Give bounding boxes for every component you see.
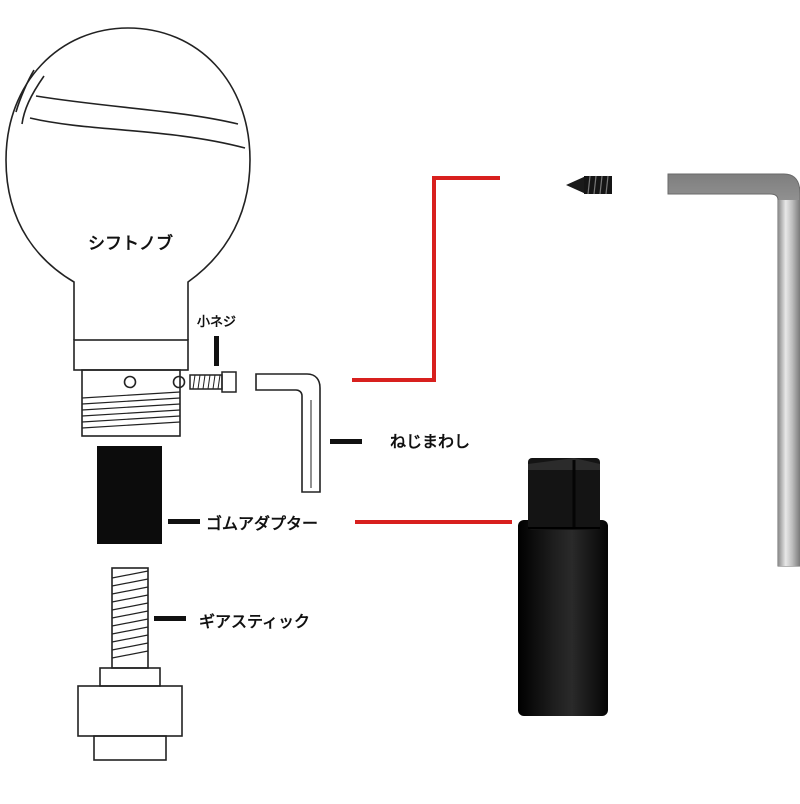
knob-stripe-band-b bbox=[35, 95, 239, 125]
hex-key-drawing bbox=[255, 373, 321, 493]
rubber-adapter-block bbox=[97, 446, 162, 544]
knob-collar bbox=[73, 339, 189, 371]
shift-knob-drawing bbox=[5, 27, 251, 437]
set-screw-hole-left bbox=[123, 375, 137, 389]
label-shift-knob: シフトノブ bbox=[88, 234, 173, 254]
knob-stripe-band-a bbox=[29, 117, 246, 149]
knob-body-outline bbox=[5, 27, 251, 296]
leader-wrench bbox=[330, 439, 362, 444]
knob-stripe-upper bbox=[15, 69, 35, 113]
set-screw-hole-right bbox=[172, 375, 186, 389]
label-wrench: ねじまわし bbox=[390, 432, 471, 451]
label-small-screw: 小ネジ bbox=[197, 315, 237, 330]
knob-stripe-band-top bbox=[21, 75, 45, 125]
tapping-screw-photo bbox=[566, 175, 612, 195]
leader-gear-stick bbox=[154, 616, 186, 621]
leader-lines bbox=[154, 176, 512, 621]
small-screw-drawing bbox=[189, 371, 237, 393]
knob-neck bbox=[81, 369, 181, 437]
knob-thread bbox=[81, 391, 181, 429]
metal-hex-key-photo bbox=[667, 173, 800, 567]
red-leader-wrench bbox=[352, 176, 500, 382]
rubber-adapter-photo bbox=[518, 458, 608, 716]
gear-stick-drawing bbox=[77, 567, 183, 761]
leader-adapter bbox=[168, 519, 200, 524]
label-gear-stick: ギアスティック bbox=[199, 612, 311, 631]
label-rubber-adapter: ゴムアダプター bbox=[206, 514, 319, 533]
leader-small-screw bbox=[214, 336, 219, 366]
